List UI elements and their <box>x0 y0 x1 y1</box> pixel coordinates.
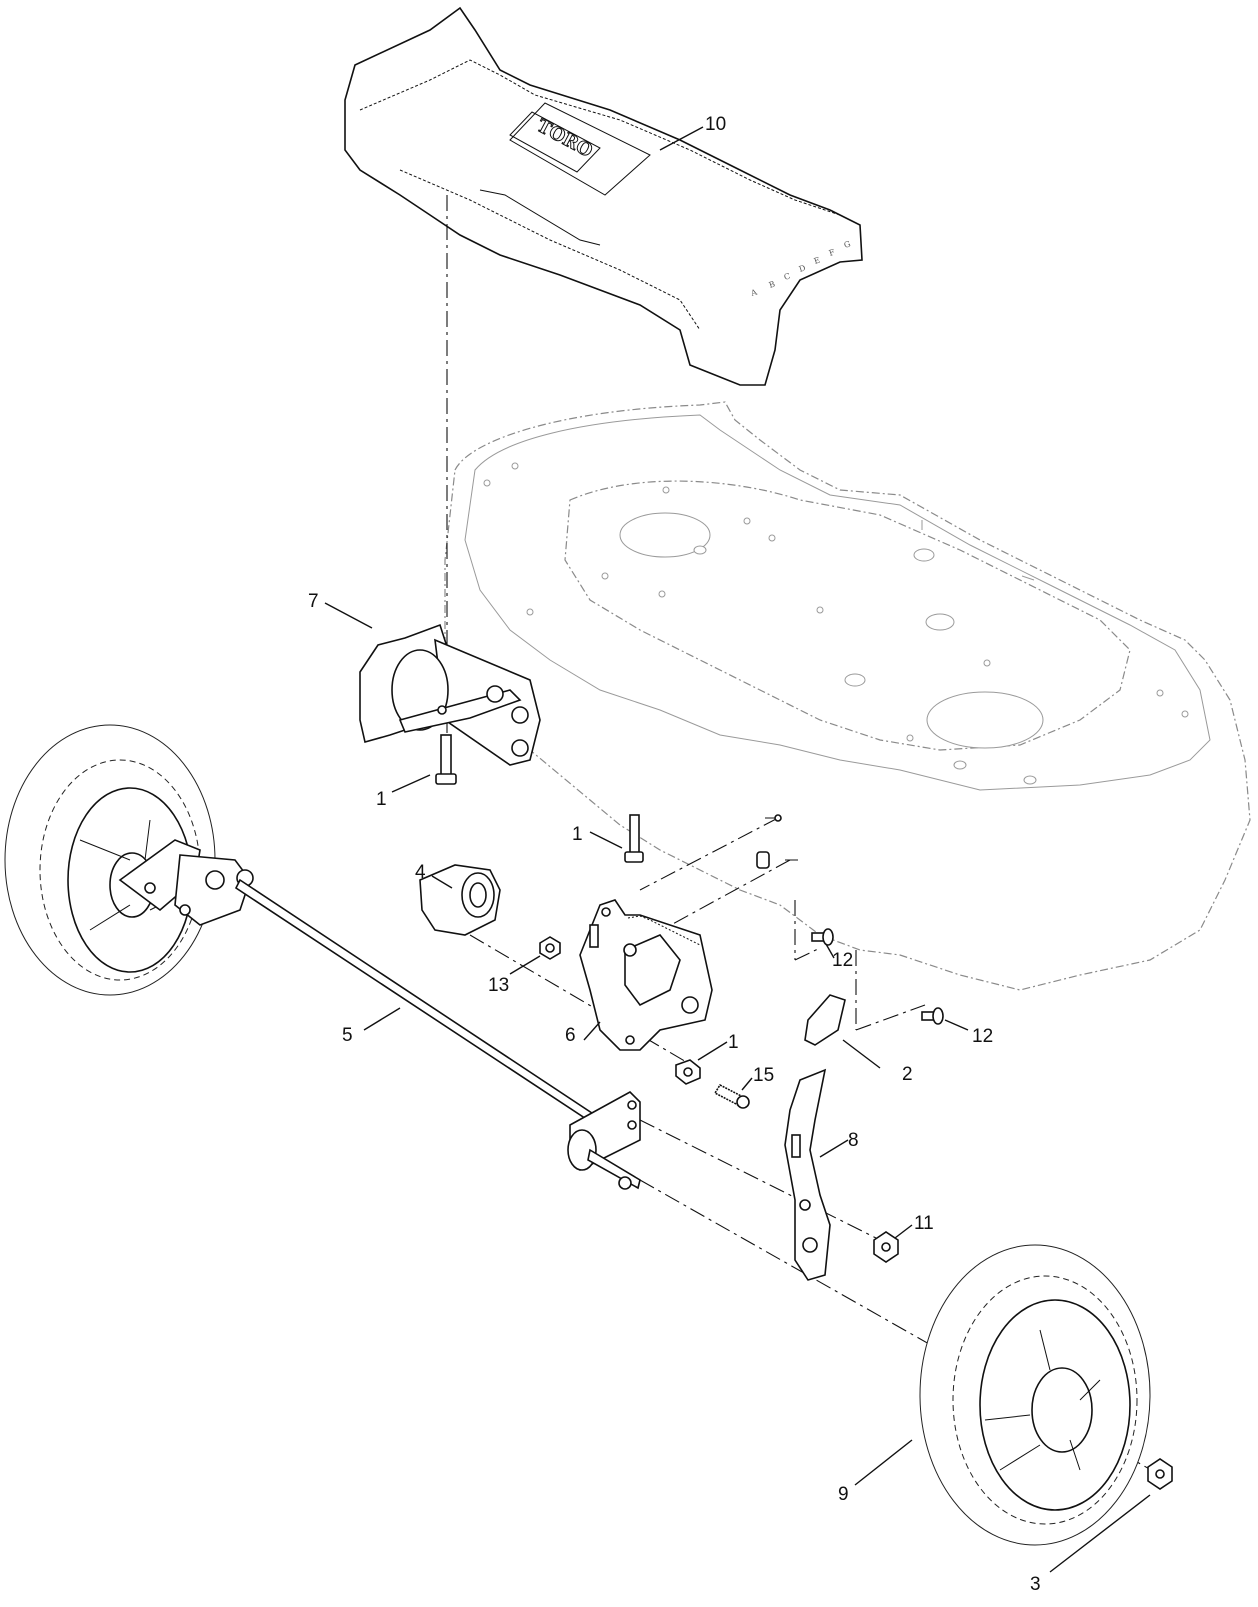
spacer-bolt <box>675 1059 701 1085</box>
callout-12-lower: 12 <box>972 1026 993 1047</box>
height-letter-b: B <box>768 279 776 289</box>
bolt-12-upper <box>811 928 834 946</box>
callout-6: 6 <box>565 1025 576 1046</box>
height-letter-g: G <box>843 239 852 250</box>
right-wheel <box>919 1244 1151 1546</box>
callout-15: 15 <box>753 1065 774 1086</box>
callout-1-spacer: 1 <box>728 1032 739 1053</box>
callout-1-bracket-bolt: 1 <box>376 789 387 810</box>
callout-5: 5 <box>342 1025 353 1046</box>
height-letter-c: C <box>783 271 792 281</box>
callout-3: 3 <box>1030 1574 1041 1595</box>
callout-11: 11 <box>914 1213 934 1234</box>
callout-9: 9 <box>838 1484 849 1505</box>
callout-10: 10 <box>705 114 726 135</box>
bolt-middle <box>624 814 644 863</box>
height-letters: A B C D E F G <box>749 239 852 298</box>
height-letter-d: D <box>798 263 807 274</box>
mower-deck-outline <box>444 401 1251 991</box>
pivot-bracket <box>359 623 541 766</box>
rear-cover: TORO A B C D E F G <box>344 6 863 386</box>
bolt-bracket <box>435 734 457 785</box>
callout-12-upper: 12 <box>832 950 853 971</box>
callout-8: 8 <box>848 1130 859 1151</box>
axle <box>234 878 612 1134</box>
height-lever <box>784 1068 831 1281</box>
flange-nut-3 <box>1147 1458 1173 1490</box>
nut-13 <box>539 936 561 960</box>
callout-4: 4 <box>415 862 426 883</box>
callout-2: 2 <box>902 1064 913 1085</box>
leader-lines <box>324 126 1151 1573</box>
callout-1-middle-bolt: 1 <box>572 824 583 845</box>
roller-bushing <box>419 864 501 936</box>
height-letter-f: F <box>828 247 836 257</box>
adjuster-grip <box>804 994 846 1046</box>
height-adjuster-plate <box>579 899 713 1051</box>
callout-7: 7 <box>308 591 319 612</box>
left-wheel <box>4 724 254 996</box>
callout-labels: 10 7 1 1 4 13 12 12 5 6 1 2 15 8 11 9 3 <box>308 114 1041 1595</box>
bolt-12-lower <box>921 1007 944 1025</box>
screw-15 <box>713 1083 750 1109</box>
height-letter-a: A <box>749 287 758 298</box>
height-letter-e: E <box>813 255 821 265</box>
pins <box>756 814 798 869</box>
flange-nut-11 <box>873 1231 899 1263</box>
axle-bracket-right <box>567 1091 641 1190</box>
alignment-lines <box>446 195 1161 1476</box>
callout-13: 13 <box>488 975 509 996</box>
